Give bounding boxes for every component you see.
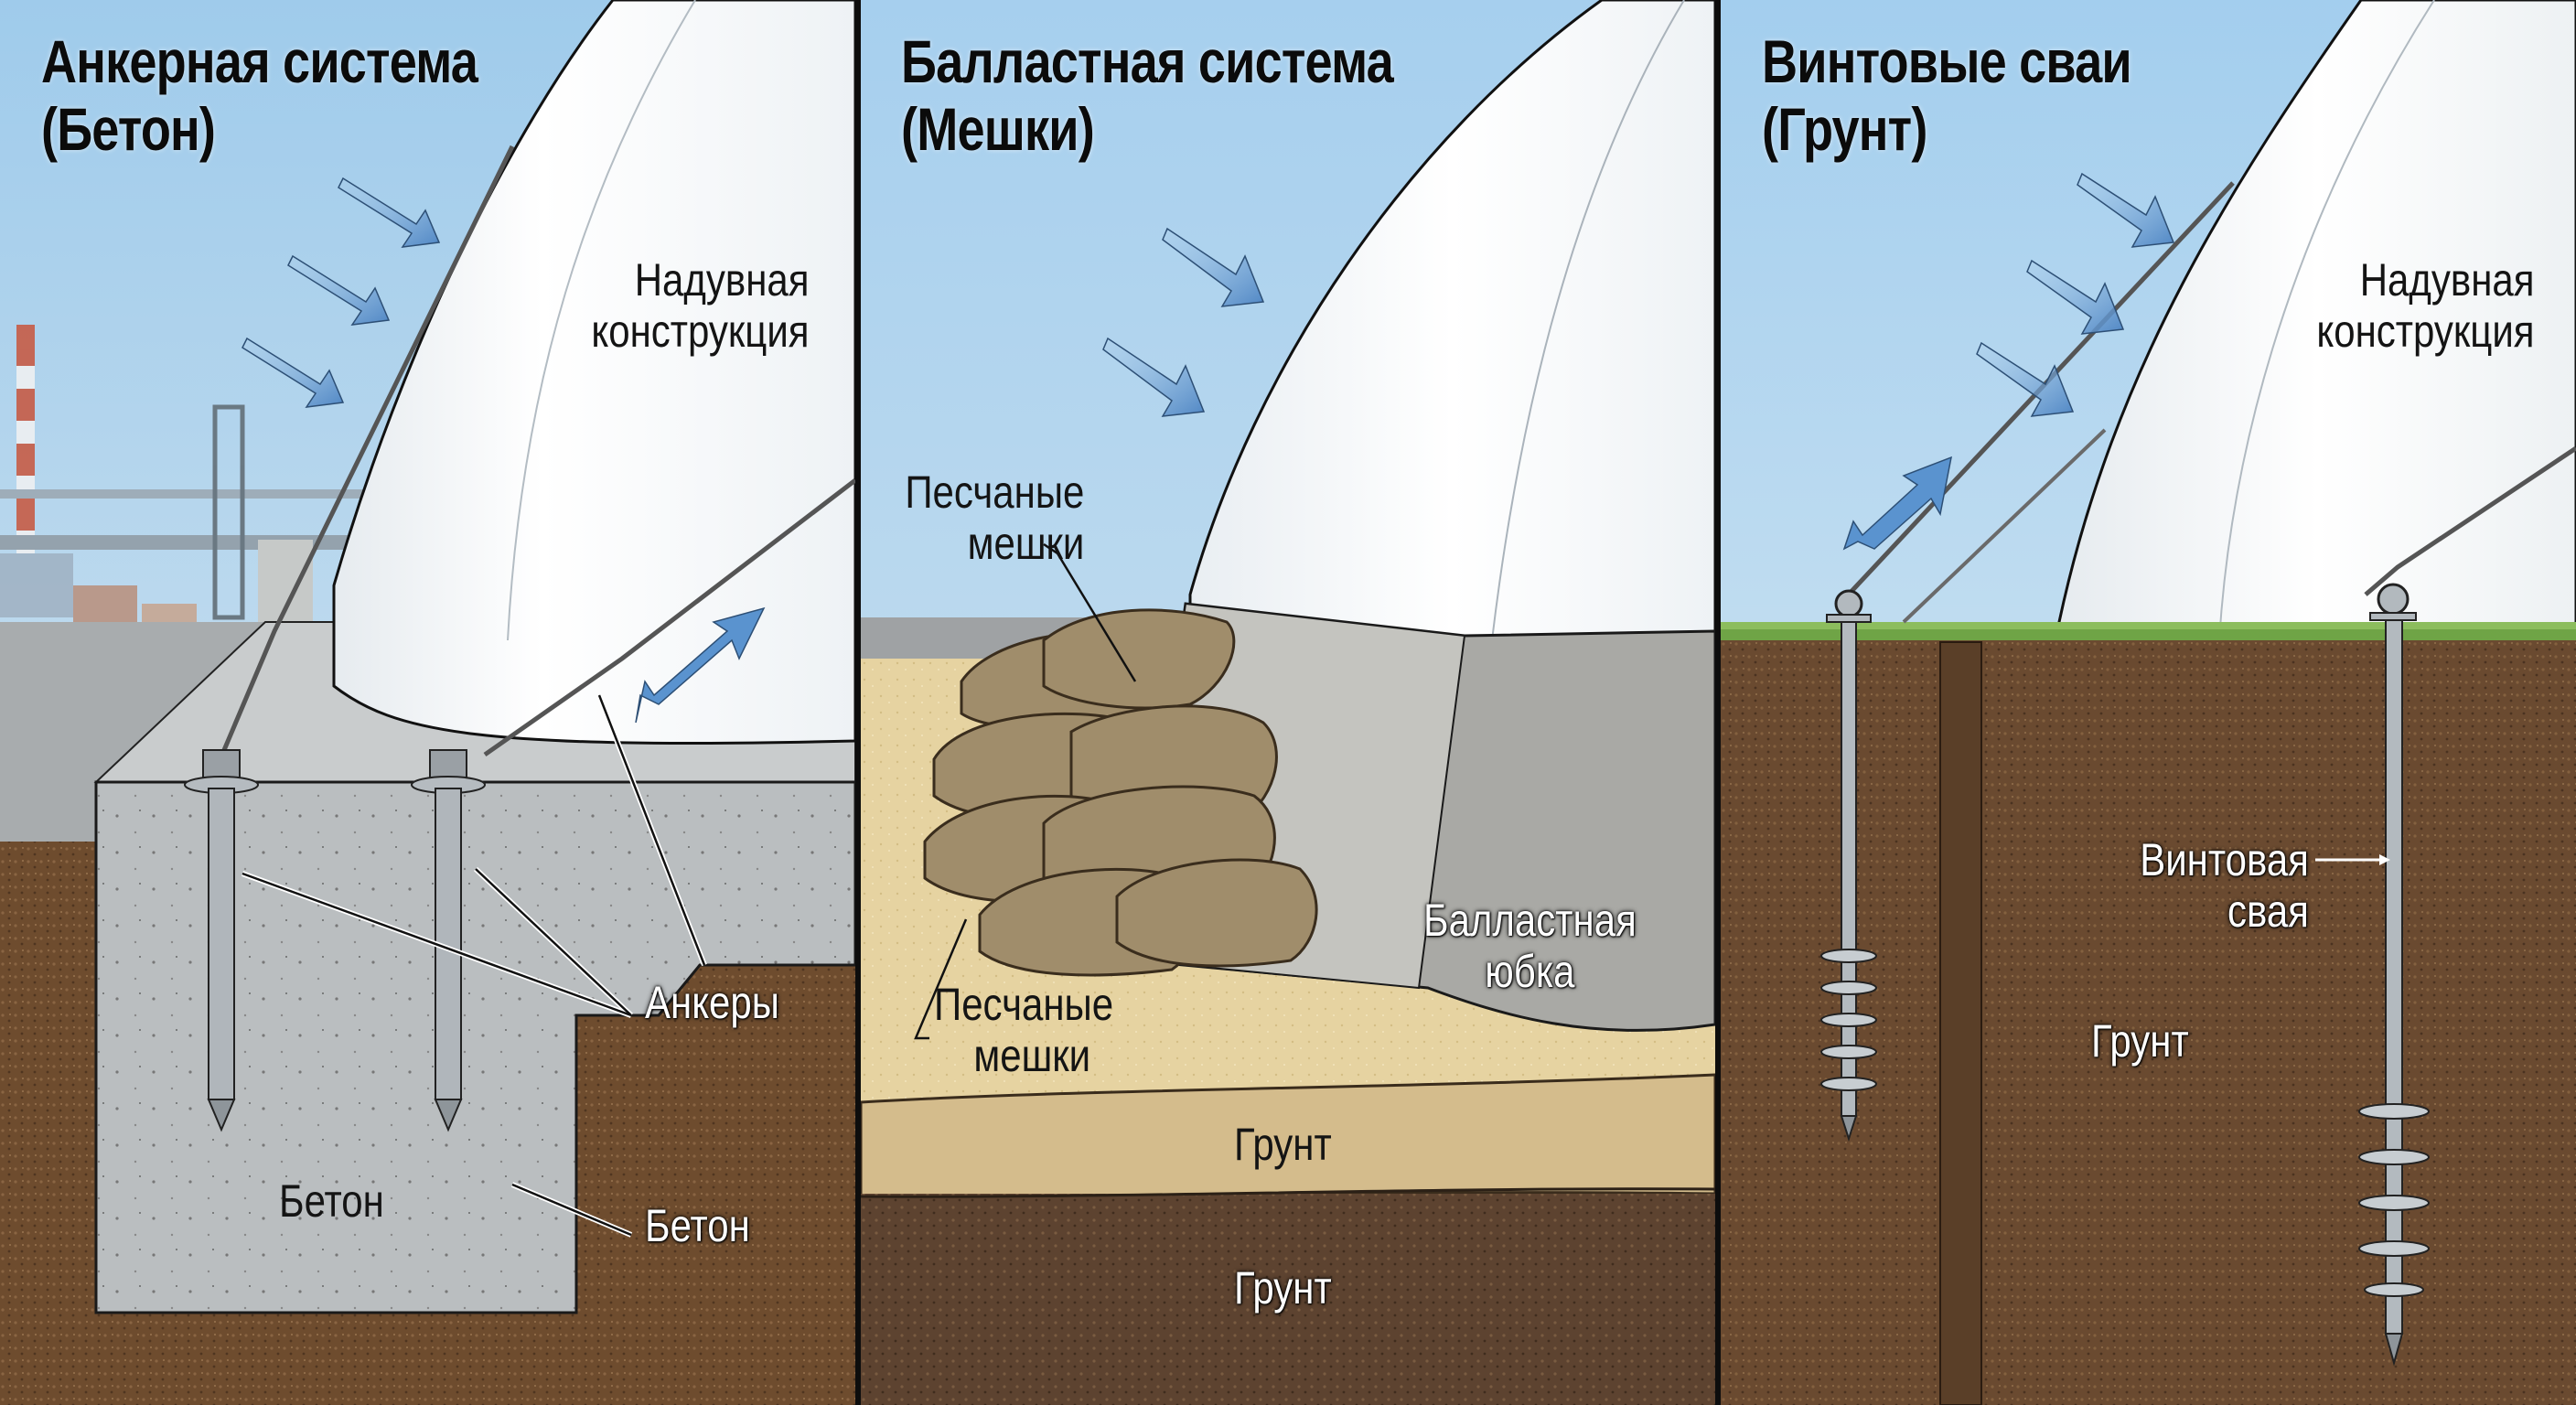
screw-pile-long: [2358, 583, 2430, 1367]
label-anchors: Анкеры: [645, 977, 779, 1028]
panel-divider-2: [1715, 0, 1721, 1405]
label-soil-upper: Грунт: [1234, 1119, 1332, 1170]
sandbag-pile: [923, 608, 1318, 977]
wind-arrows: [242, 177, 441, 408]
label-concrete-outer: Бетон: [645, 1200, 750, 1251]
label-inflatable-structure: Надувная конструкция: [2316, 254, 2535, 357]
panel-ballast-system: Балластная система (Мешки) Песчаные мешк…: [861, 0, 1715, 1405]
label-concrete-inner: Бетон: [279, 1175, 384, 1227]
panel-anchor-system: Анкерная система (Бетон) Надувная констр…: [0, 0, 855, 1405]
wind-arrows: [1102, 227, 1265, 417]
panel-title-ballast: Балластная система (Мешки): [901, 27, 1394, 163]
label-soil: Грунт: [2091, 1015, 2189, 1067]
tension-double-arrow: [635, 606, 766, 724]
screw-pile-short: [1820, 589, 1877, 1142]
label-sandbags-bottom: Песчаные мешки: [934, 979, 1114, 1081]
anchor-bolt-left: [184, 749, 259, 1132]
panel-divider-1: [855, 0, 861, 1405]
screw-pile-illustration: [1721, 0, 2576, 1405]
ballast-illustration: [861, 0, 1715, 1405]
panel-screw-piles: Винтовые сваи (Грунт) Надувная конструкц…: [1721, 0, 2576, 1405]
anchor-illustration: [0, 0, 855, 1405]
factory-background: [0, 325, 366, 627]
panel-title-anchor: Анкерная система (Бетон): [41, 27, 478, 163]
label-inflatable-structure: Надувная конструкция: [591, 254, 810, 357]
label-sandbags-top: Песчаные мешки: [904, 467, 1084, 569]
label-soil-lower: Грунт: [1234, 1262, 1332, 1314]
wind-arrows: [1976, 172, 2175, 417]
label-ballast-skirt: Балластная юбка: [1423, 895, 1637, 997]
panel-title-screw-piles: Винтовые сваи (Грунт): [1762, 27, 2132, 163]
label-screw-pile: Винтовая свая: [2140, 834, 2309, 937]
tension-double-arrow: [1842, 456, 1952, 551]
